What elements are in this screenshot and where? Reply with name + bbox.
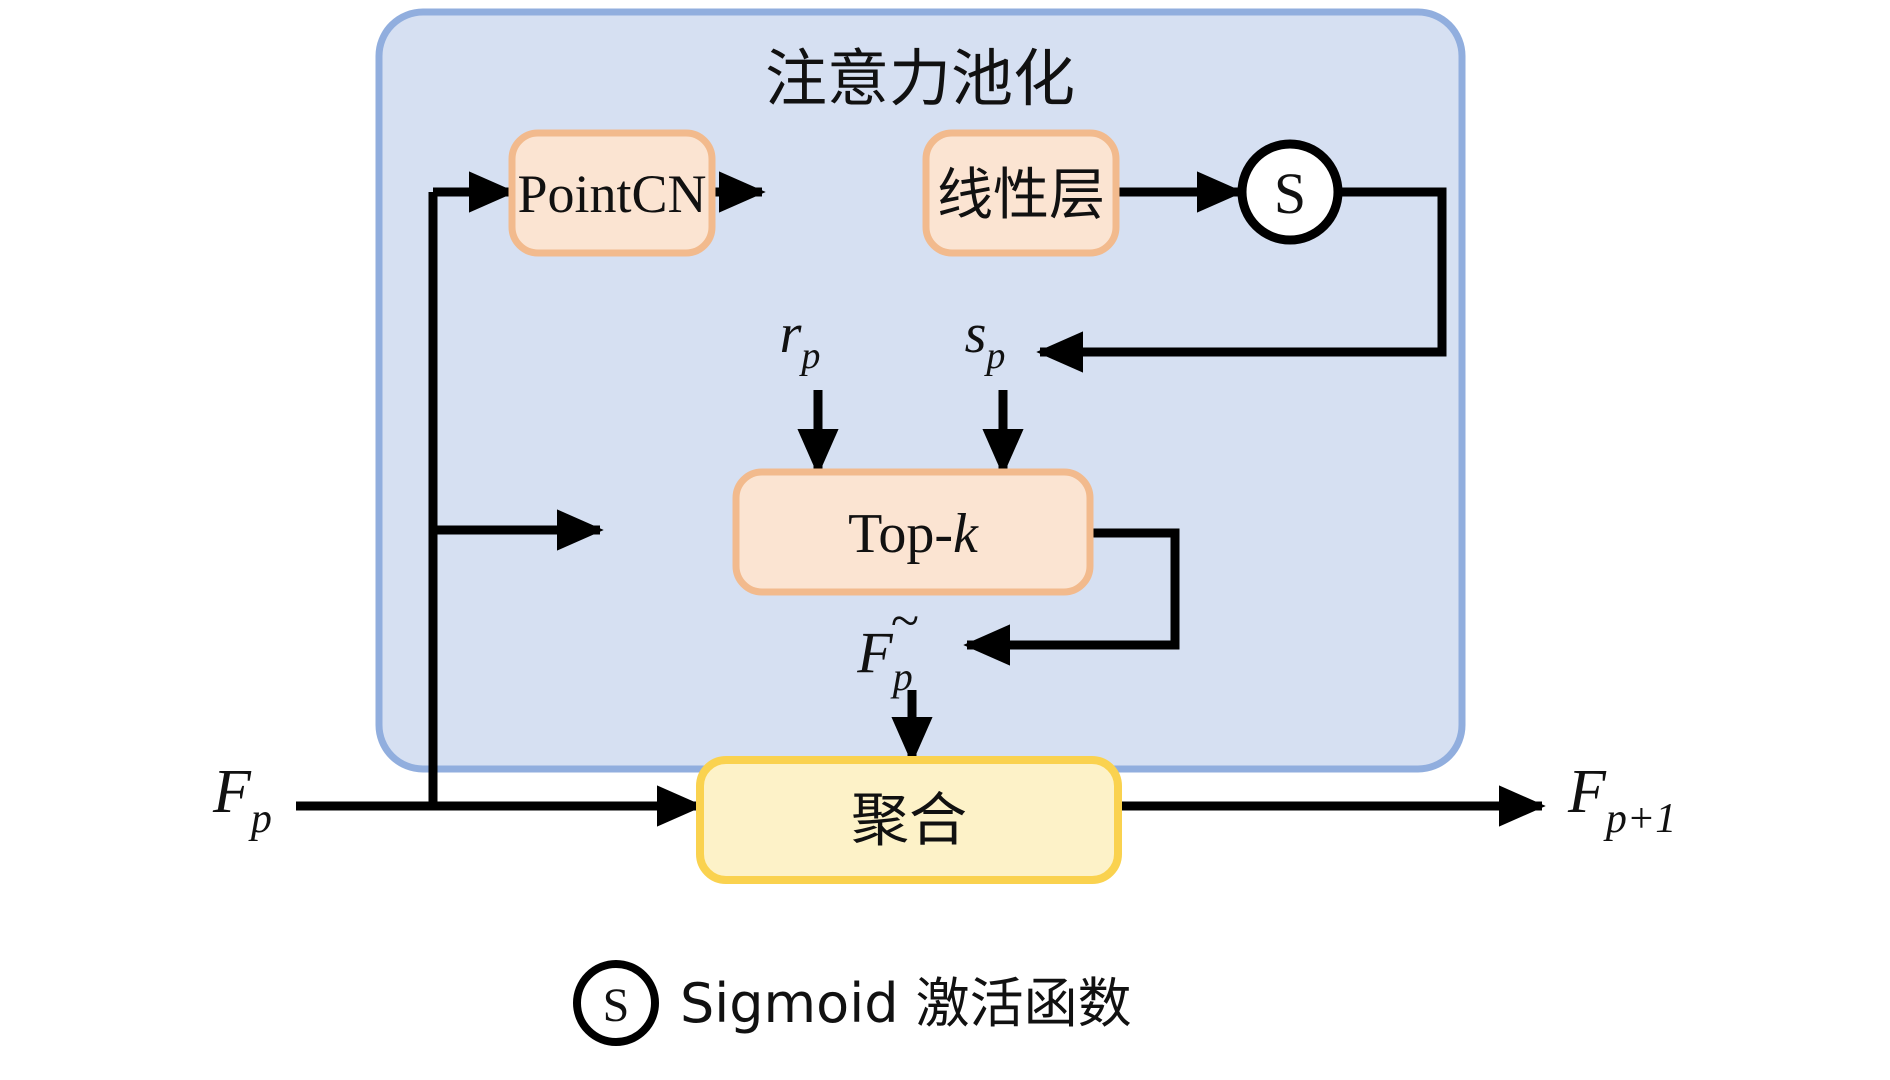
label-output-fp1-sub: p+1: [1603, 796, 1676, 842]
node-aggregate[interactable]: 聚合: [696, 756, 1122, 884]
node-topk-label: Top-k: [848, 503, 979, 565]
label-s-p-sub: p: [983, 335, 1005, 377]
node-topk-box[interactable]: [732, 468, 1094, 596]
attention-pooling-container: [375, 8, 1466, 773]
legend-sigmoid-circle-icon: [573, 960, 659, 1046]
node-pointcn-box[interactable]: [508, 129, 716, 257]
sigmoid-circle-icon[interactable]: [1237, 139, 1343, 245]
label-input-fp: Fp: [212, 758, 272, 842]
label-output-fp1: Fp+1: [1567, 758, 1676, 842]
label-f-tilde-p-body: Fp: [856, 620, 912, 699]
label-r-p-sub: p: [798, 335, 820, 377]
node-pointcn-label: PointCN: [517, 164, 706, 224]
node-linear-layer-box[interactable]: [922, 129, 1120, 257]
legend-sigmoid-symbol: S: [603, 979, 630, 1032]
label-input-fp-sub: p: [248, 796, 272, 842]
label-output-fp1-base: F: [1567, 758, 1607, 826]
label-f-tilde-p-sub: p: [890, 654, 913, 699]
label-s-p: sp: [965, 303, 1006, 377]
node-sigmoid-label: S: [1274, 161, 1306, 226]
legend-text: Sigmoid 激活函数: [680, 972, 1132, 1035]
label-f-tilde-p: ~ Fp: [856, 593, 919, 699]
label-r-p: rp: [780, 303, 821, 377]
node-topk-label-italic: k: [953, 503, 979, 565]
container-title: 注意力池化: [765, 42, 1075, 115]
node-linear-layer[interactable]: 线性层: [922, 129, 1120, 257]
node-aggregate-label: 聚合: [851, 786, 967, 854]
node-sigmoid[interactable]: S: [1237, 139, 1343, 245]
node-pointcn[interactable]: PointCN: [508, 129, 716, 257]
node-topk-label-main: Top-: [848, 503, 953, 565]
label-f-tilde-p-base: F: [856, 620, 893, 685]
connector-sigmoid-feedback: [1036, 187, 1447, 373]
label-input-fp-base: F: [212, 758, 252, 826]
node-linear-layer-label: 线性层: [937, 163, 1105, 228]
label-f-tilde-p-accent: ~: [891, 593, 919, 650]
label-r-p-base: r: [780, 303, 802, 365]
node-topk[interactable]: Top-k: [732, 468, 1094, 596]
legend: S Sigmoid 激活函数: [573, 960, 1132, 1046]
node-aggregate-box[interactable]: [696, 756, 1122, 884]
label-s-p-base: s: [965, 303, 987, 365]
connector-topk-to-ftilde: [963, 528, 1180, 666]
